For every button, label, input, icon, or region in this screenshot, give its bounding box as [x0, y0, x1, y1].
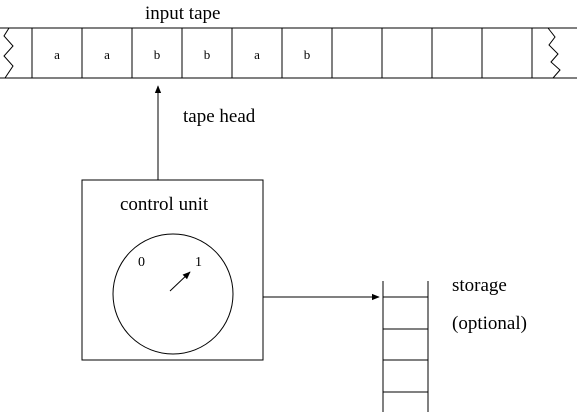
dial-min-label: 0 [138, 255, 145, 270]
tape-head-label: tape head [183, 106, 256, 127]
tape-cell: a [104, 47, 110, 62]
input-tape [0, 27, 577, 79]
tape-cell-dividers [31, 28, 533, 78]
control-unit-box [81, 179, 264, 361]
dial-max-label: 1 [195, 255, 202, 270]
control-unit-label: control unit [120, 194, 209, 215]
storage-optional-label: (optional) [452, 313, 527, 334]
tape-cell: a [254, 47, 260, 62]
dial-circle [112, 233, 234, 355]
tape-cell: b [203, 47, 211, 62]
tape-right-torn-edge [547, 27, 561, 79]
dial-pointer [169, 271, 191, 292]
tape-cell: a [54, 47, 60, 62]
tape-cell: b [303, 47, 311, 62]
tape-cell: b [153, 47, 161, 62]
storage-stack [382, 281, 429, 412]
tape-left-torn-edge [3, 27, 14, 79]
input-tape-label: input tape [145, 3, 221, 24]
storage-label: storage [452, 275, 507, 296]
